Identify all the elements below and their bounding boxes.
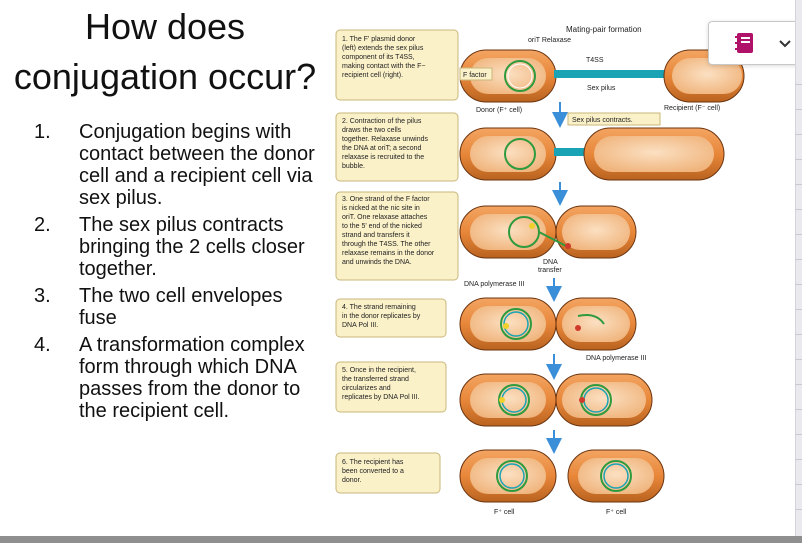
- chevron-down-icon[interactable]: [775, 33, 795, 53]
- svg-text:Mating-pair formation: Mating-pair formation: [566, 25, 642, 34]
- row-2-cells: [459, 127, 725, 206]
- svg-text:5. Once in the recipient,: 5. Once in the recipient, the transferre…: [342, 367, 419, 401]
- svg-text:T4SS: T4SS: [586, 57, 604, 64]
- svg-text:F⁺ cell: F⁺ cell: [606, 509, 627, 516]
- svg-text:DNA polymerase III: DNA polymerase III: [586, 355, 646, 362]
- bullet-number: 3.: [34, 285, 51, 307]
- svg-text:transfer: transfer: [538, 267, 562, 274]
- bullet-text: Conjugation begins with contact between …: [79, 121, 315, 209]
- bullet-number: 1.: [34, 121, 51, 143]
- row-3-cells: DNA transfer DNA polymerase III: [459, 205, 637, 302]
- svg-text:2. Contraction of the pilus: 2. Contraction of the pilus draws the tw…: [342, 118, 430, 170]
- row-4-cells: DNA polymerase III: [459, 297, 646, 380]
- bullet-number: 4.: [34, 334, 51, 356]
- row-1-cells: [459, 49, 745, 103]
- bullet-number: 2.: [34, 214, 51, 236]
- svg-text:DNA: DNA: [543, 259, 558, 266]
- bullet-item-4: 4. A transformation complex form through…: [34, 334, 324, 422]
- svg-text:Recipient (F⁻ cell): Recipient (F⁻ cell): [664, 105, 720, 112]
- svg-text:4. The strand remaining: 4. The strand remaining in the donor rep…: [342, 304, 422, 329]
- step-note-2: 2. Contraction of the pilus draws the tw…: [335, 112, 459, 182]
- notebook-icon[interactable]: [733, 31, 757, 55]
- side-panel-lines: [795, 60, 802, 530]
- svg-text:F factor: F factor: [463, 72, 487, 79]
- svg-text:3. One strand of the F factor: 3. One strand of the F factor is nicked …: [342, 196, 436, 266]
- step-note-4: 4. The strand remaining in the donor rep…: [335, 298, 447, 338]
- row-1-labels: Mating-pair formation oriT Relaxase F fa…: [459, 25, 720, 128]
- bullet-item-1: 1. Conjugation begins with contact betwe…: [34, 121, 324, 209]
- row-5-cells: [459, 373, 653, 454]
- row-6-cells: F⁺ cell F⁺ cell: [459, 449, 665, 516]
- svg-text:1. The F' plasmid donor: 1. The F' plasmid donor (left) extends t…: [342, 36, 427, 79]
- svg-text:6. The recipient has b: 6. The recipient has been converted to a…: [342, 459, 406, 484]
- bullet-text: The two cell envelopes fuse: [79, 285, 283, 329]
- step-note-5: 5. Once in the recipient, the transferre…: [335, 361, 447, 413]
- svg-text:Donor (F⁺ cell): Donor (F⁺ cell): [476, 107, 522, 114]
- step-note-3: 3. One strand of the F factor is nicked …: [335, 191, 459, 281]
- slide-title: How does conjugation occur?: [13, 6, 317, 97]
- conjugation-figure: 1. The F' plasmid donor (left) extends t…: [335, 25, 745, 516]
- step-note-1: 1. The F' plasmid donor (left) extends t…: [335, 29, 459, 101]
- svg-text:DNA polymerase III: DNA polymerase III: [464, 281, 524, 288]
- notebook-widget[interactable]: [708, 21, 802, 65]
- svg-text:Sex pilus: Sex pilus: [587, 85, 616, 92]
- bullet-item-3: 3. The two cell envelopes fuse: [34, 285, 324, 329]
- bullet-text: The sex pilus contracts bringing the 2 c…: [79, 214, 305, 280]
- svg-text:oriT Relaxase: oriT Relaxase: [528, 37, 571, 44]
- bullet-list: 1. Conjugation begins with contact betwe…: [34, 121, 324, 427]
- svg-text:F⁺ cell: F⁺ cell: [494, 509, 515, 516]
- step-note-6: 6. The recipient has been converted to a…: [335, 452, 441, 494]
- bullet-item-2: 2. The sex pilus contracts bringing the …: [34, 214, 324, 280]
- bottom-bar: [0, 536, 802, 543]
- bullet-text: A transformation complex form through wh…: [79, 334, 305, 422]
- svg-text:Sex pilus contracts.: Sex pilus contracts.: [572, 117, 633, 124]
